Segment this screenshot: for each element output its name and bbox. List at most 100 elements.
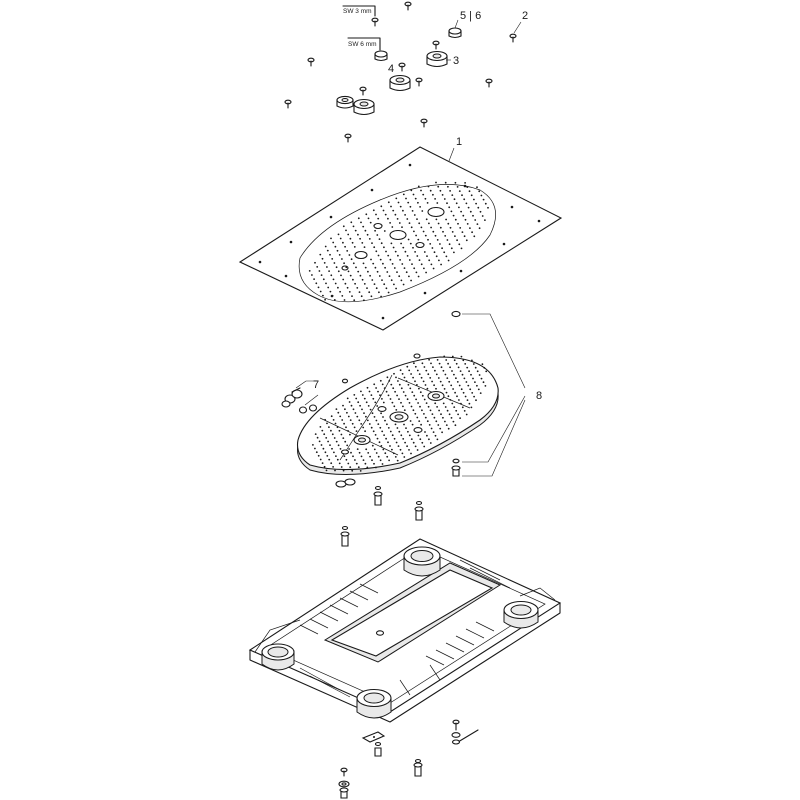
perforation-dot (403, 267, 406, 269)
perforation-dot (470, 373, 472, 376)
perforation-dot (324, 418, 326, 421)
perforation-dot (334, 469, 336, 472)
perforation-dot (357, 217, 360, 220)
perforation-dot (434, 198, 436, 200)
perforation-dot (454, 181, 457, 184)
perforation-dot (331, 258, 334, 260)
perforation-dot (375, 250, 378, 253)
perforation-dot (436, 438, 439, 441)
perforation-dot (348, 254, 351, 256)
perforation-dot (366, 233, 369, 236)
perforation-dot (390, 205, 392, 208)
perforation-dot (401, 263, 404, 265)
perforation-dot (368, 390, 371, 393)
perforation-dot (444, 420, 446, 423)
perforation-dot (318, 440, 321, 443)
perforation-dot (365, 415, 367, 418)
perforation-dot (427, 373, 430, 376)
housing-drum (356, 688, 392, 719)
perforation-dot (395, 376, 397, 379)
perforation-dot (414, 197, 417, 200)
perforation-dot (419, 405, 421, 408)
perforation-dot (409, 205, 412, 208)
perforation-dot (483, 366, 486, 369)
perforation-dot (459, 370, 462, 372)
perforation-dot (465, 413, 468, 416)
perforation-dot (432, 193, 434, 196)
perforation-dot (368, 291, 371, 294)
perforation-dot (379, 459, 382, 462)
perforation-dot (412, 376, 414, 379)
perforation-dot (387, 427, 390, 429)
perforation-dot (416, 218, 418, 221)
perforation-dot (434, 369, 436, 372)
perforation-dot (349, 419, 352, 421)
perforation-dot (463, 198, 466, 201)
perforation-dot (366, 419, 369, 422)
perforation-dot (382, 416, 384, 418)
perforation-dot (357, 233, 359, 236)
pin-icon (414, 500, 424, 521)
perforation-dot (389, 398, 392, 400)
perforation-dot (421, 210, 424, 212)
perforation-dot (468, 370, 470, 373)
perforation-dot (397, 445, 400, 447)
nozzle-hole-grid (341, 206, 445, 271)
perforation-dot (321, 462, 324, 464)
perforation-dot (402, 405, 404, 408)
perforation-dot (463, 377, 466, 380)
perforation-dot (420, 189, 422, 192)
perforation-dot (389, 222, 391, 224)
perforation-dot (438, 409, 440, 412)
perforation-dot (332, 241, 335, 244)
perforation-dot (465, 381, 468, 383)
perforation-dot (407, 383, 410, 386)
perforation-dot (320, 274, 323, 276)
perforation-dot (367, 452, 370, 454)
perforation-dot (410, 279, 412, 282)
perforation-dot (446, 377, 449, 379)
perforation-dot (323, 262, 326, 264)
perforation-dot (415, 271, 418, 274)
perforation-dot (381, 279, 383, 281)
perforation-dot (341, 419, 344, 421)
perforation-dot (429, 189, 432, 192)
perforation-dot (411, 263, 413, 265)
perforation-dot (401, 373, 404, 375)
perforation-dot (380, 295, 382, 298)
perforation-dot (308, 270, 311, 272)
perforation-dot (363, 246, 366, 249)
perforation-dot (351, 295, 353, 297)
perforation-dot (408, 434, 411, 437)
perforation-dot (349, 433, 351, 436)
perforation-dot (384, 452, 387, 455)
perforation-dot (336, 249, 339, 252)
perforation-dot (401, 226, 403, 229)
perforation-dot (414, 251, 416, 253)
perforation-dot (417, 238, 420, 241)
perforation-dot (399, 205, 402, 208)
perforation-dot (467, 384, 470, 387)
perforation-dot (447, 362, 449, 365)
perforation-dot (403, 376, 406, 379)
perforation-dot (465, 239, 468, 242)
perforation-dot (386, 376, 389, 379)
perforation-dot (421, 441, 424, 444)
perforation-dot (443, 355, 446, 358)
perforation-dot (448, 380, 451, 383)
perforation-dot (330, 429, 332, 432)
perforation-dot (393, 267, 396, 269)
perforation-dot (471, 359, 473, 362)
perforation-dot (358, 291, 361, 293)
perforation-dot (349, 274, 352, 277)
perforation-dot (403, 456, 406, 458)
perforation-dot (421, 394, 424, 397)
perforation-dot (402, 391, 405, 393)
perforation-dot (440, 366, 443, 369)
perforation-dot (408, 259, 411, 261)
perforation-dot (349, 466, 352, 468)
perforation-dot (335, 266, 338, 269)
perforation-dot (449, 190, 451, 192)
perforation-dot (370, 258, 372, 261)
perforation-dot (393, 283, 395, 286)
